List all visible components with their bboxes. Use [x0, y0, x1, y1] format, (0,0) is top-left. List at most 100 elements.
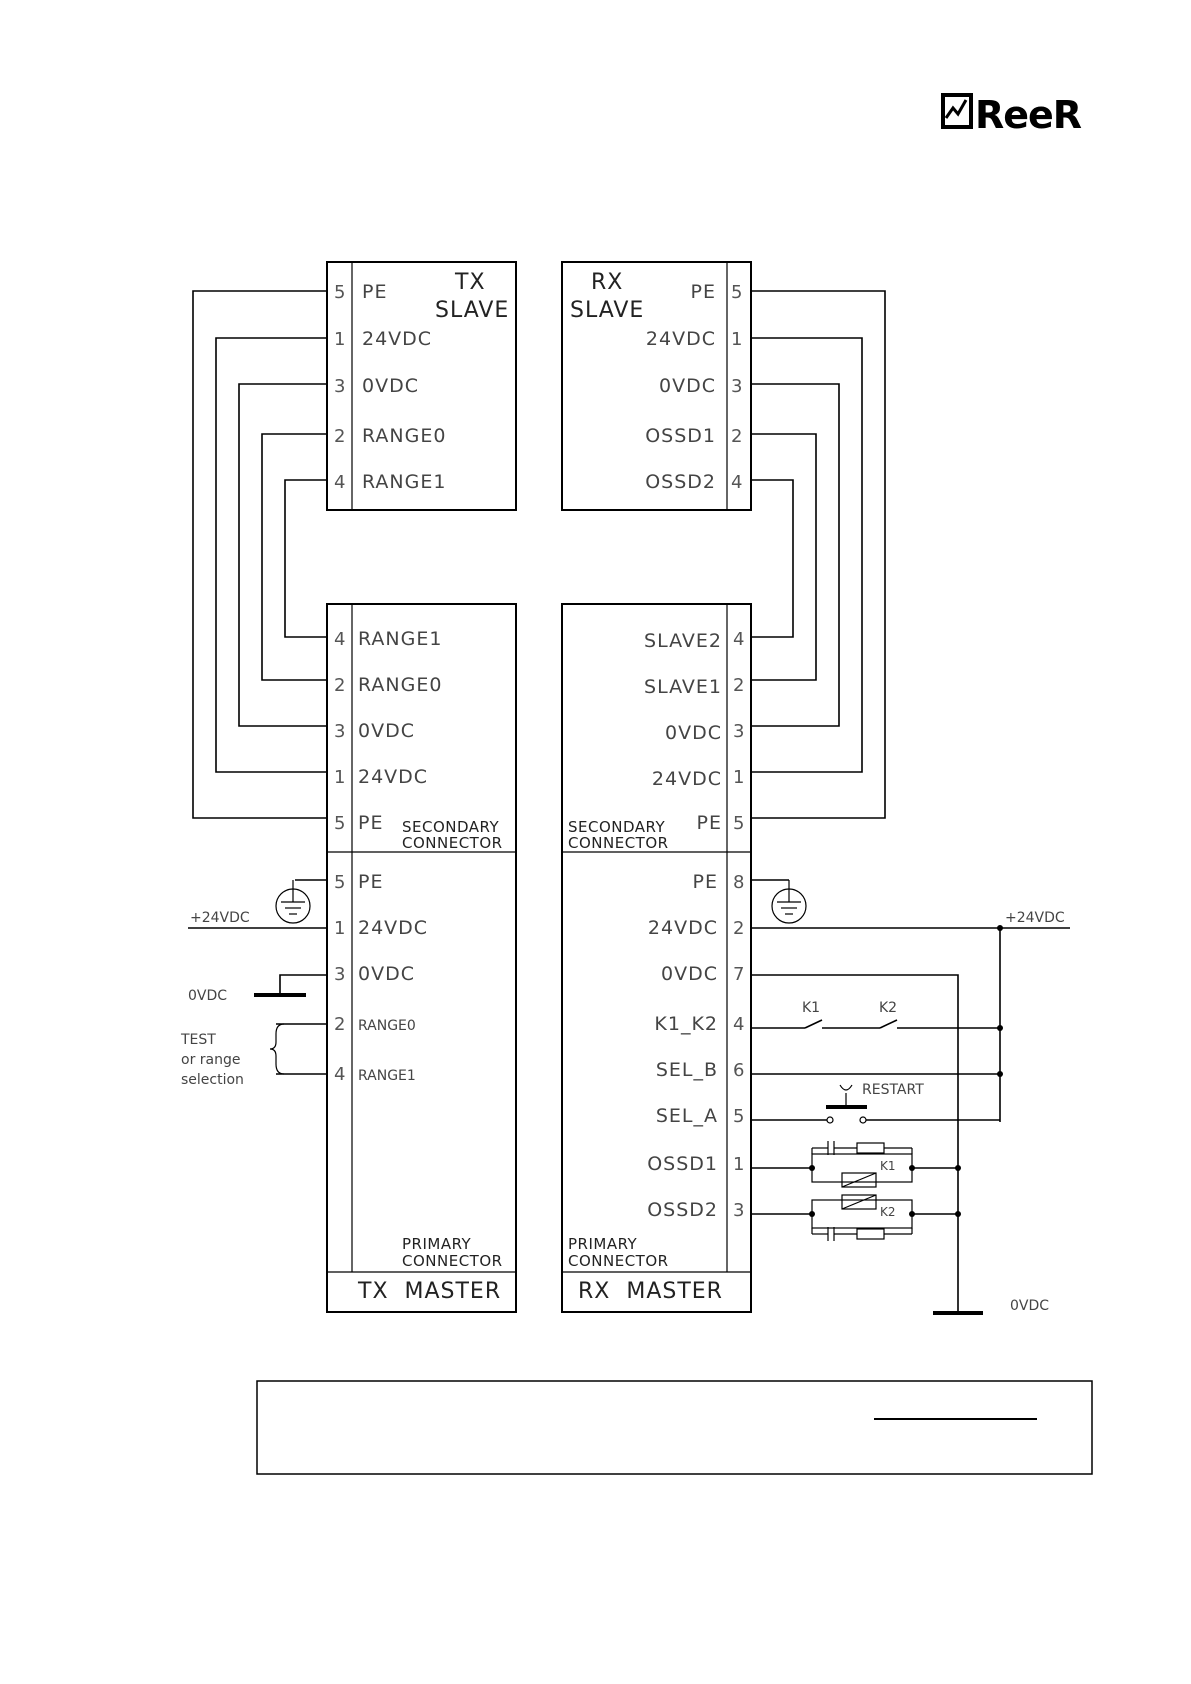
tx-pri-pin-label: 24VDC [358, 917, 428, 939]
rx-sec-pin-num: 3 [733, 721, 744, 742]
note-frame [256, 1380, 1093, 1475]
test-label-2: or range [181, 1052, 240, 1068]
rx-pri-pin-num: 7 [733, 964, 744, 985]
rx-interconnect-wires [751, 290, 886, 819]
rx-slave-title1: RX [591, 270, 623, 295]
brace-icon [269, 1023, 285, 1075]
coil-k2-icon [841, 1194, 877, 1210]
tx-slave-pin-num: 3 [334, 376, 345, 397]
tx-slave-pin-label: RANGE0 [362, 425, 446, 447]
rx-sec-caption2: CONNECTOR [568, 834, 669, 852]
rx-pri-pin-label: PE [693, 871, 718, 893]
tx-master-box: 4 RANGE1 2 RANGE0 3 0VDC 1 24VDC 5 PE SE… [326, 603, 517, 1313]
tx-pri-pin-label: 0VDC [358, 963, 415, 985]
tx-slave-pin-label: 24VDC [362, 328, 432, 350]
tx-sec-pin-num: 2 [334, 675, 345, 696]
rx-slave-pin-label: OSSD1 [645, 425, 716, 447]
tx-sec-caption2: CONNECTOR [402, 834, 503, 852]
rx-sec-caption1: SECONDARY [568, 818, 666, 836]
test-label-3: selection [181, 1072, 244, 1088]
rx-pri-pin-label: OSSD1 [647, 1153, 718, 1175]
coil-k1-icon [841, 1172, 877, 1188]
tx-slave-pin-num: 5 [334, 282, 345, 303]
rx-pri-pin-num: 5 [733, 1106, 744, 1127]
tx-slave-pin-label: PE [362, 281, 387, 303]
coil-k1-label: K1 [880, 1159, 896, 1173]
ground-icon [771, 880, 807, 924]
rx-sec-pin-num: 1 [733, 767, 744, 788]
tx-external-wiring: +24VDC 0VDC TEST or range selection [180, 879, 327, 1088]
tx-master-title: TX MASTER [357, 1279, 501, 1304]
coil-k2-label: K2 [880, 1205, 896, 1219]
rx-pri-pin-label: OSSD2 [647, 1199, 718, 1221]
brand-name: ReeR [975, 93, 1082, 137]
rx-sec-pin-label: 24VDC [652, 768, 722, 790]
tx-slave-pin-label: RANGE1 [362, 471, 446, 493]
rx-slave-pin-num: 5 [731, 282, 742, 303]
rx-slave-pin-num: 3 [731, 376, 742, 397]
rx-sec-pin-num: 5 [733, 813, 744, 834]
tx-slave-pin-num: 4 [334, 472, 345, 493]
tx-0v-label: 0VDC [188, 988, 227, 1004]
ground-icon [275, 880, 311, 924]
rx-slave-pin-label: 24VDC [646, 328, 716, 350]
rx-slave-pin-label: PE [691, 281, 716, 303]
rx-master-box: SLAVE2 4 SLAVE1 2 0VDC 3 24VDC 1 PE 5 SE… [561, 603, 752, 1313]
tx-sec-pin-num: 4 [334, 629, 345, 650]
tx-slave-pin-num: 1 [334, 329, 345, 350]
rx-slave-box: RX SLAVE PE 5 24VDC 1 0VDC 3 OSSD1 2 OSS… [561, 261, 752, 511]
rx-sec-pin-num: 4 [733, 629, 744, 650]
rx-master-title: RX MASTER [578, 1279, 723, 1304]
rx-pri-pin-label: 0VDC [661, 963, 718, 985]
tx-sec-pin-num: 3 [334, 721, 345, 742]
tx-pri-pin-num: 5 [334, 872, 345, 893]
rx-24v-label: +24VDC [1005, 910, 1065, 926]
tx-slave-pin-num: 2 [334, 426, 345, 447]
rx-pri-pin-num: 6 [733, 1060, 744, 1081]
tx-pri-pin-num: 1 [334, 918, 345, 939]
tx-sec-pin-label: RANGE1 [358, 628, 442, 650]
rx-pri-pin-label: K1_K2 [654, 1013, 718, 1035]
rx-sec-pin-label: 0VDC [665, 722, 722, 744]
tx-slave-title2: SLAVE [435, 298, 509, 323]
restart-label: RESTART [862, 1082, 924, 1098]
rx-slave-pin-num: 2 [731, 426, 742, 447]
tx-slave-pin-label: 0VDC [362, 375, 419, 397]
tx-pri-pin-label: PE [358, 871, 383, 893]
contact-k1-label: K1 [802, 1000, 820, 1016]
rx-slave-pin-num: 4 [731, 472, 742, 493]
rx-slave-pin-label: OSSD2 [645, 471, 716, 493]
rx-slave-title2: SLAVE [570, 298, 644, 323]
rx-sec-pin-label: PE [697, 812, 722, 834]
rx-pri-pin-num: 2 [733, 918, 744, 939]
tx-interconnect-wires [192, 290, 327, 819]
tx-sec-pin-label: PE [358, 812, 383, 834]
contact-k2-label: K2 [879, 1000, 897, 1016]
rx-pri-pin-label: 24VDC [648, 917, 718, 939]
rx-pri-pin-num: 8 [733, 872, 744, 893]
tx-pri-pin-num: 2 [334, 1014, 345, 1035]
rx-pri-pin-num: 3 [733, 1200, 744, 1221]
rx-pri-pin-label: SEL_A [656, 1105, 718, 1127]
rx-slave-pin-label: 0VDC [659, 375, 716, 397]
tx-pri-pin-num: 3 [334, 964, 345, 985]
rx-pri-caption2: CONNECTOR [568, 1252, 669, 1270]
rx-pri-pin-num: 1 [733, 1154, 744, 1175]
tx-pri-pin-num: 4 [334, 1064, 345, 1085]
rx-pri-pin-label: SEL_B [656, 1059, 718, 1081]
rx-sec-pin-num: 2 [733, 675, 744, 696]
tx-sec-pin-label: RANGE0 [358, 674, 442, 696]
test-label-1: TEST [180, 1032, 216, 1048]
reer-logo: ReeR [941, 93, 1083, 137]
rx-slave-pin-num: 1 [731, 329, 742, 350]
tx-pri-pin-label: RANGE0 [358, 1018, 416, 1034]
tx-pri-pin-label: RANGE1 [358, 1068, 416, 1084]
tx-24v-label: +24VDC [190, 910, 250, 926]
tx-pri-caption1: PRIMARY [402, 1235, 472, 1253]
rx-sec-pin-label: SLAVE1 [644, 676, 722, 698]
tx-sec-caption1: SECONDARY [402, 818, 500, 836]
tx-slave-title1: TX [454, 270, 486, 295]
tx-sec-pin-num: 1 [334, 767, 345, 788]
tx-sec-pin-label: 0VDC [358, 720, 415, 742]
